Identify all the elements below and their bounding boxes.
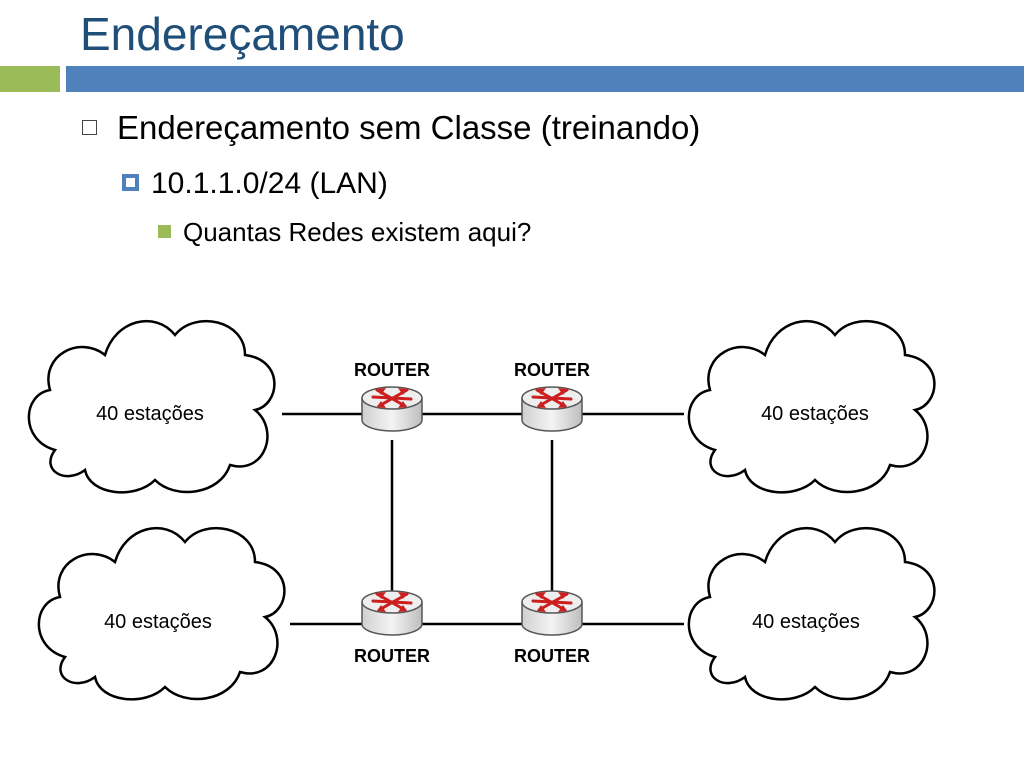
router-label: ROUTER — [514, 360, 590, 380]
green-square-bullet-icon — [158, 224, 171, 238]
router-icon — [520, 589, 584, 637]
cloud-label: 40 estações — [761, 403, 869, 425]
router-label: ROUTER — [354, 646, 430, 666]
cloud-label: 40 estações — [104, 611, 212, 633]
network-links — [282, 412, 684, 626]
slide-title: Endereçamento — [80, 8, 405, 60]
router-icon — [520, 385, 584, 433]
title-bar-green — [0, 66, 60, 92]
router-top-left: ROUTER — [354, 360, 430, 433]
router-label: ROUTER — [354, 360, 430, 380]
router-icon — [360, 589, 424, 637]
router-top-right: ROUTER — [514, 360, 590, 433]
title-bar-blue — [66, 66, 1024, 92]
cloud-label: 40 estações — [96, 403, 204, 425]
cloud-bottom-left: 40 estações — [37, 526, 286, 701]
cloud-top-left: 40 estações — [27, 319, 276, 494]
router-bottom-left: ROUTER — [354, 589, 430, 666]
bullet-level3-text: Quantas Redes existem aqui? — [183, 217, 532, 247]
router-icon — [360, 385, 424, 433]
bullet-level2: 10.1.1.0/24 (LAN) — [122, 164, 388, 204]
router-label: ROUTER — [514, 646, 590, 666]
cloud-bottom-right: 40 estações — [687, 526, 936, 701]
bullet-level1: Endereçamento sem Classe (treinando) — [82, 106, 700, 150]
bullet-level3: Quantas Redes existem aqui? — [158, 214, 531, 250]
bullet-level1-text: Endereçamento sem Classe (treinando) — [117, 109, 701, 146]
bullet-level2-text: 10.1.1.0/24 (LAN) — [151, 167, 388, 200]
router-bottom-right: ROUTER — [514, 589, 590, 666]
hollow-square-bullet-icon — [82, 119, 97, 135]
cloud-label: 40 estações — [752, 611, 860, 633]
cloud-top-right: 40 estações — [687, 319, 936, 494]
blue-square-bullet-icon — [122, 173, 139, 191]
